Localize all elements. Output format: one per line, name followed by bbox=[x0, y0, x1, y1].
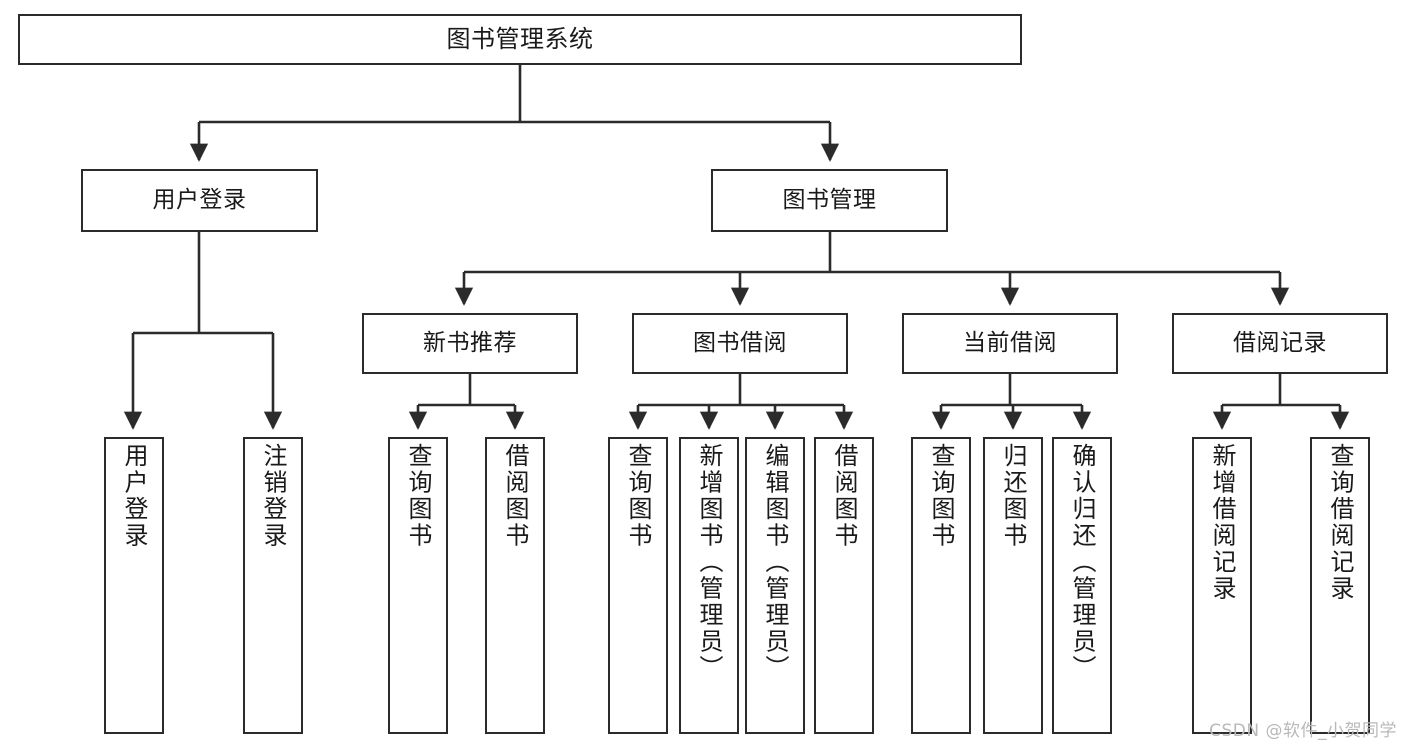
leaf-add-book-label: 新增图书（管理员） bbox=[695, 443, 723, 682]
node-root-label: 图书管理系统 bbox=[446, 25, 594, 54]
leaf-add-record[interactable]: 新增借阅记录 bbox=[1192, 437, 1252, 734]
leaf-query-book-1[interactable]: 查询图书 bbox=[388, 437, 448, 734]
node-borrow-record-label: 借阅记录 bbox=[1233, 329, 1327, 356]
node-root[interactable]: 图书管理系统 bbox=[18, 14, 1022, 65]
leaf-user-login[interactable]: 用户登录 bbox=[104, 437, 164, 734]
leaf-borrow-book-1[interactable]: 借阅图书 bbox=[485, 437, 545, 734]
node-user-login-label: 用户登录 bbox=[152, 186, 247, 213]
leaf-edit-book[interactable]: 编辑图书（管理员） bbox=[745, 437, 805, 734]
node-book-borrow-label: 图书借阅 bbox=[693, 329, 787, 356]
node-book-mgmt-label: 图书管理 bbox=[782, 186, 877, 213]
node-book-mgmt[interactable]: 图书管理 bbox=[711, 169, 948, 232]
node-new-book-rec-label: 新书推荐 bbox=[423, 329, 517, 356]
leaf-edit-book-label: 编辑图书（管理员） bbox=[761, 443, 789, 682]
leaf-borrow-book-2[interactable]: 借阅图书 bbox=[814, 437, 874, 734]
leaf-query-book-3-label: 查询图书 bbox=[927, 443, 955, 549]
leaf-user-login-label: 用户登录 bbox=[120, 443, 148, 549]
leaf-query-book-2[interactable]: 查询图书 bbox=[608, 437, 668, 734]
node-book-borrow[interactable]: 图书借阅 bbox=[632, 313, 848, 374]
leaf-confirm-return[interactable]: 确认归还（管理员） bbox=[1052, 437, 1112, 734]
leaf-logout[interactable]: 注销登录 bbox=[243, 437, 303, 734]
leaf-query-book-1-label: 查询图书 bbox=[404, 443, 432, 549]
leaf-borrow-book-2-label: 借阅图书 bbox=[830, 443, 858, 549]
leaf-confirm-return-label: 确认归还（管理员） bbox=[1068, 443, 1096, 682]
node-borrow-record[interactable]: 借阅记录 bbox=[1172, 313, 1388, 374]
leaf-query-record[interactable]: 查询借阅记录 bbox=[1310, 437, 1370, 734]
leaf-add-book[interactable]: 新增图书（管理员） bbox=[679, 437, 739, 734]
leaf-query-record-label: 查询借阅记录 bbox=[1326, 443, 1354, 602]
leaf-return-book[interactable]: 归还图书 bbox=[983, 437, 1043, 734]
csdn-watermark: CSDN @软件_小贺同学 bbox=[1209, 721, 1397, 741]
leaf-add-record-label: 新增借阅记录 bbox=[1208, 443, 1236, 602]
node-new-book-rec[interactable]: 新书推荐 bbox=[362, 313, 578, 374]
node-current-borrow[interactable]: 当前借阅 bbox=[902, 313, 1118, 374]
leaf-borrow-book-1-label: 借阅图书 bbox=[501, 443, 529, 549]
leaf-return-book-label: 归还图书 bbox=[999, 443, 1027, 549]
leaf-logout-label: 注销登录 bbox=[259, 443, 287, 549]
leaf-query-book-2-label: 查询图书 bbox=[624, 443, 652, 549]
node-user-login[interactable]: 用户登录 bbox=[81, 169, 318, 232]
leaf-query-book-3[interactable]: 查询图书 bbox=[911, 437, 971, 734]
node-current-borrow-label: 当前借阅 bbox=[963, 329, 1057, 356]
